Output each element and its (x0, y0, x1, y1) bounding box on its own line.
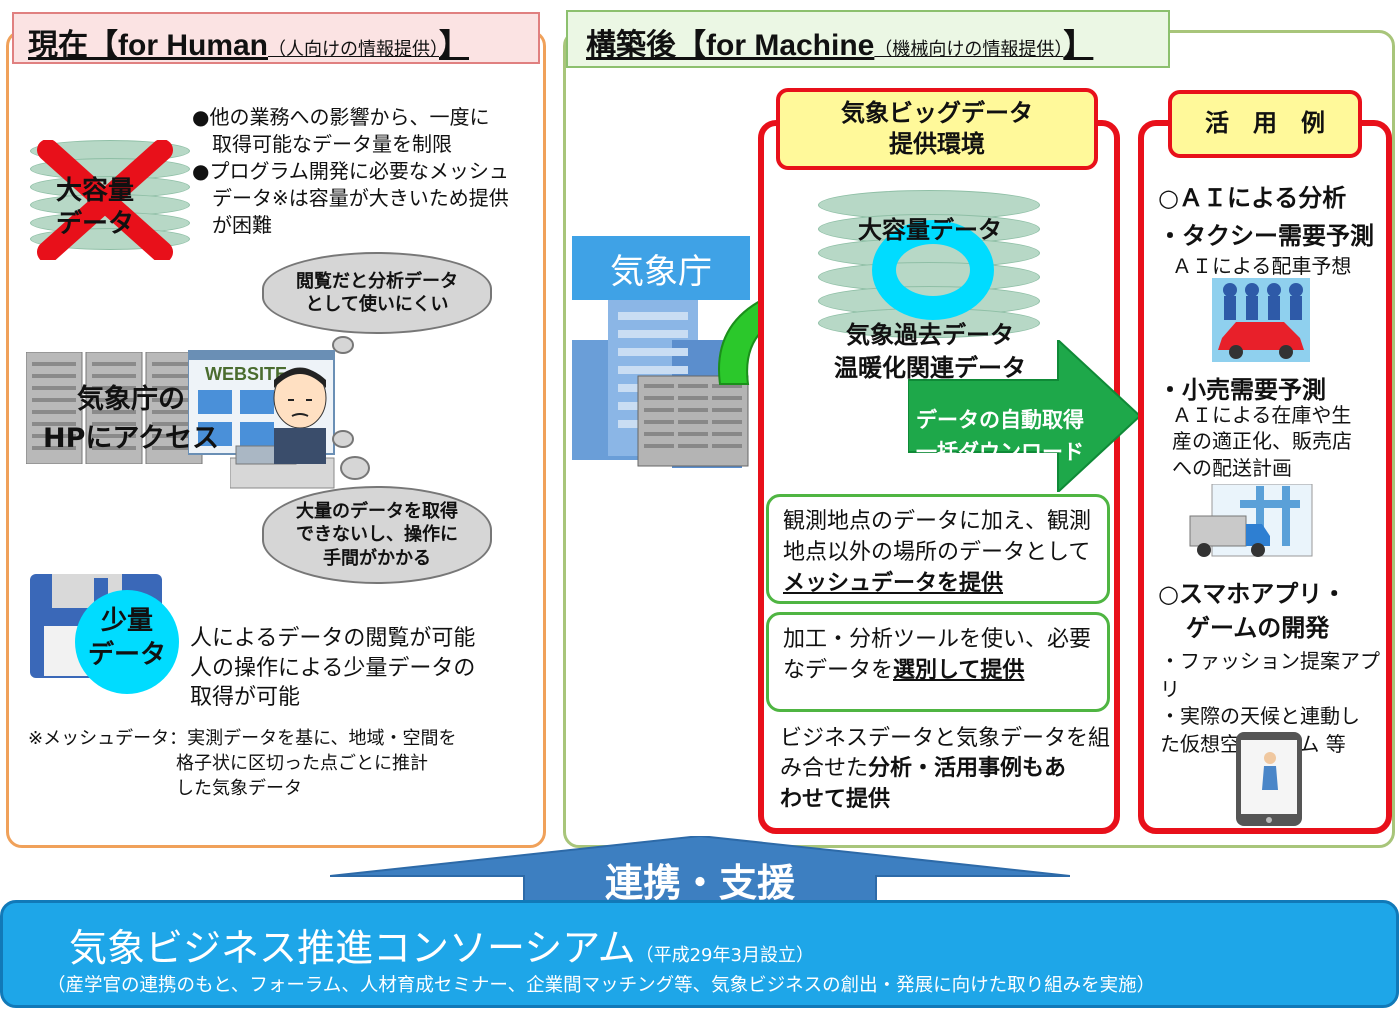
app-heading-line1: ○スマホアプリ・ (1158, 580, 1347, 608)
website-label: WEBSITE (205, 364, 288, 384)
bullet2-line1: ●プログラム開発に必要なメッシュ (192, 159, 509, 183)
env-warming-data: 温暖化関連データ (834, 354, 1026, 382)
ai-heading: ○ＡＩによる分析 (1158, 184, 1347, 212)
mesh-note-line2: 格子状に区切った点ごとに推計 (176, 753, 428, 775)
bullet1-line2: 取得可能なデータ量を制限 (212, 132, 452, 156)
right-header-subtitle: （機械向けの情報提供） (874, 39, 1064, 60)
mesh-note-line3: した気象データ (176, 778, 302, 800)
big-data-label-line2: データ (55, 208, 134, 239)
retail-heading: ・小売需要予測 (1158, 376, 1326, 404)
selection-line2-bold: 選別して提供 (893, 657, 1025, 683)
app-heading: ○スマホアプリ・ ゲームの開発 (1158, 578, 1346, 645)
env-past-data: 気象過去データ (846, 321, 1014, 349)
consortium-title: 気象ビジネス推進コンソーシアム (69, 926, 636, 970)
red-x-icon (37, 140, 173, 260)
left-header: 現在【for Human（人向けの情報提供）】 (12, 12, 540, 64)
small-data-line2: データ (87, 639, 166, 670)
left-header-end: 】 (439, 29, 469, 62)
bullet2-line3: が困難 (212, 213, 272, 237)
app-desc-line2: ・実際の天候と連動し (1160, 704, 1360, 729)
taxi-icon (1212, 278, 1310, 362)
retail-desc-line2: 産の適正化、販売店 (1172, 429, 1352, 454)
cloud2-line3: 手間がかかる (323, 547, 431, 569)
mesh-provision-line1: 観測地点のデータに加え、観測 (783, 509, 1092, 534)
consortium-description: （産学官の連携のもと、フォーラム、人材育成セミナー、企業間マッチング等、気象ビジ… (47, 975, 1156, 996)
left-header-title: 現在【for Human (28, 29, 268, 62)
thought-cloud-bottom: 大量のデータを取得 できないし、操作に 手間がかかる (262, 486, 492, 584)
big-data-label-line1: 大容量 (55, 176, 134, 206)
mesh-note-line1: 実測データを基に、地域・空間を (187, 728, 457, 749)
usage-title: 活 用 例 (1168, 90, 1362, 158)
hp-access-line1: 気象庁の (77, 384, 185, 415)
env-title-line1: 気象ビッグデータ (841, 98, 1033, 127)
right-header-end: 】 (1063, 29, 1094, 62)
left-header-subtitle: （人向けの情報提供） (268, 39, 439, 60)
taxi-heading: ・タクシー需要予測 (1158, 222, 1374, 250)
bullet2-line2: データ※は容量が大きいため提供 (212, 186, 509, 210)
left-bullets: ●他の業務への影響から、一度に 取得可能なデータ量を制限 ●プログラム開発に必要… (192, 104, 509, 239)
thought-bubble-icon (332, 430, 354, 448)
small-data-line1: 少量 (100, 606, 153, 636)
retail-desc-line3: への配送計画 (1172, 455, 1292, 480)
mesh-provision-box: 観測地点のデータに加え、観測 地点以外の場所のデータとして メッシュデータを提供 (766, 494, 1110, 604)
download-arrow-icon (908, 340, 1142, 492)
bullet1-line1: ●他の業務への影響から、一度に (192, 105, 490, 129)
selection-box: 加工・分析ツールを使い、必要 なデータを選別して提供 (766, 612, 1110, 712)
thought-bubble-icon (340, 456, 370, 480)
business-line3: わせて提供 (780, 786, 891, 812)
business-text: ビジネスデータと気象データを組 み合せた分析・活用事例もあ わせて提供 (780, 724, 1110, 815)
cloud2-line2: できないし、操作に (296, 524, 458, 546)
download-arrow-label: データの自動取得 一括ダウンロード (916, 405, 1126, 468)
consortium-bar: 気象ビジネス推進コンソーシアム（平成29年3月設立） （産学官の連携のもと、フォ… (0, 900, 1399, 1008)
hp-access-line2: HPにアクセス (42, 423, 220, 455)
thought-cloud-top: 閲覧だと分析データとして使いにくい (262, 252, 492, 334)
env-big-data: 大容量データ (858, 216, 1002, 244)
business-line1: ビジネスデータと気象データを組 (780, 726, 1111, 751)
selection-line2-pre: なデータを (783, 657, 894, 683)
big-data-label: 大容量 データ (40, 175, 150, 240)
app-heading-line2: ゲームの開発 (1186, 613, 1330, 642)
business-line2-pre: み合せた (780, 756, 869, 782)
selection-line1: 加工・分析ツールを使い、必要 (783, 627, 1092, 652)
thought-bubble-icon (332, 336, 354, 354)
right-header-title: 構築後【for Machine (586, 29, 875, 62)
retail-desc-line1: ＡＩによる在庫や生 (1172, 403, 1352, 427)
worried-man-icon (230, 367, 335, 489)
small-data-description: 人によるデータの閲覧が可能 人の操作による少量データの 取得が可能 (190, 624, 475, 713)
business-line2-bold: 分析・活用事例もあ (868, 756, 1067, 782)
download-arrow-line1: データの自動取得 (916, 408, 1084, 432)
cloud1-line1: 閲覧だと分析データ (296, 270, 458, 292)
consortium-title-row: 気象ビジネス推進コンソーシアム（平成29年3月設立） (69, 917, 814, 972)
support-label: 連携・支援 (604, 861, 795, 905)
retail-desc: ＡＩによる在庫や生 産の適正化、販売店 への配送計画 (1172, 402, 1352, 481)
env-title: 気象ビッグデータ 提供環境 (776, 88, 1098, 170)
small-data-circle (75, 590, 179, 694)
up-arrow-icon (330, 836, 1070, 906)
taxi-desc: ＡＩによる配車予想 (1172, 254, 1352, 278)
mesh-provision-line3: メッシュデータを提供 (783, 570, 1004, 596)
small-data-label: 少量 データ (75, 605, 179, 673)
right-header: 構築後【for Machine（機械向けの情報提供）】 (566, 10, 1170, 68)
mesh-note: ※メッシュデータ：実測データを基に、地域・空間を 格子状に区切った点ごとに推計 … (28, 726, 457, 802)
env-title-line2: 提供環境 (889, 130, 985, 158)
download-arrow-line2: 一括ダウンロード (916, 439, 1084, 464)
hp-access-label: 気象庁の HPにアクセス (36, 380, 226, 458)
small-desc-line2: 人の操作による少量データの (190, 655, 476, 681)
cloud1-line2: として使いにくい (305, 294, 449, 315)
consortium-date: （平成29年3月設立） (635, 945, 814, 966)
small-desc-line3: 取得が可能 (190, 685, 301, 711)
mesh-provision-line2: 地点以外の場所のデータとして (783, 539, 1091, 565)
small-desc-line1: 人によるデータの閲覧が可能 (190, 626, 476, 651)
jma-label: 気象庁 (572, 236, 750, 300)
cloud2-line1: 大量のデータを取得 (296, 500, 458, 522)
delivery-truck-icon (1189, 484, 1313, 557)
app-desc-line1: ・ファッション提案アプリ (1160, 649, 1380, 701)
server-icon (26, 352, 203, 464)
mesh-note-label: ※メッシュデータ： (28, 728, 188, 749)
smartphone-icon (1236, 732, 1302, 826)
